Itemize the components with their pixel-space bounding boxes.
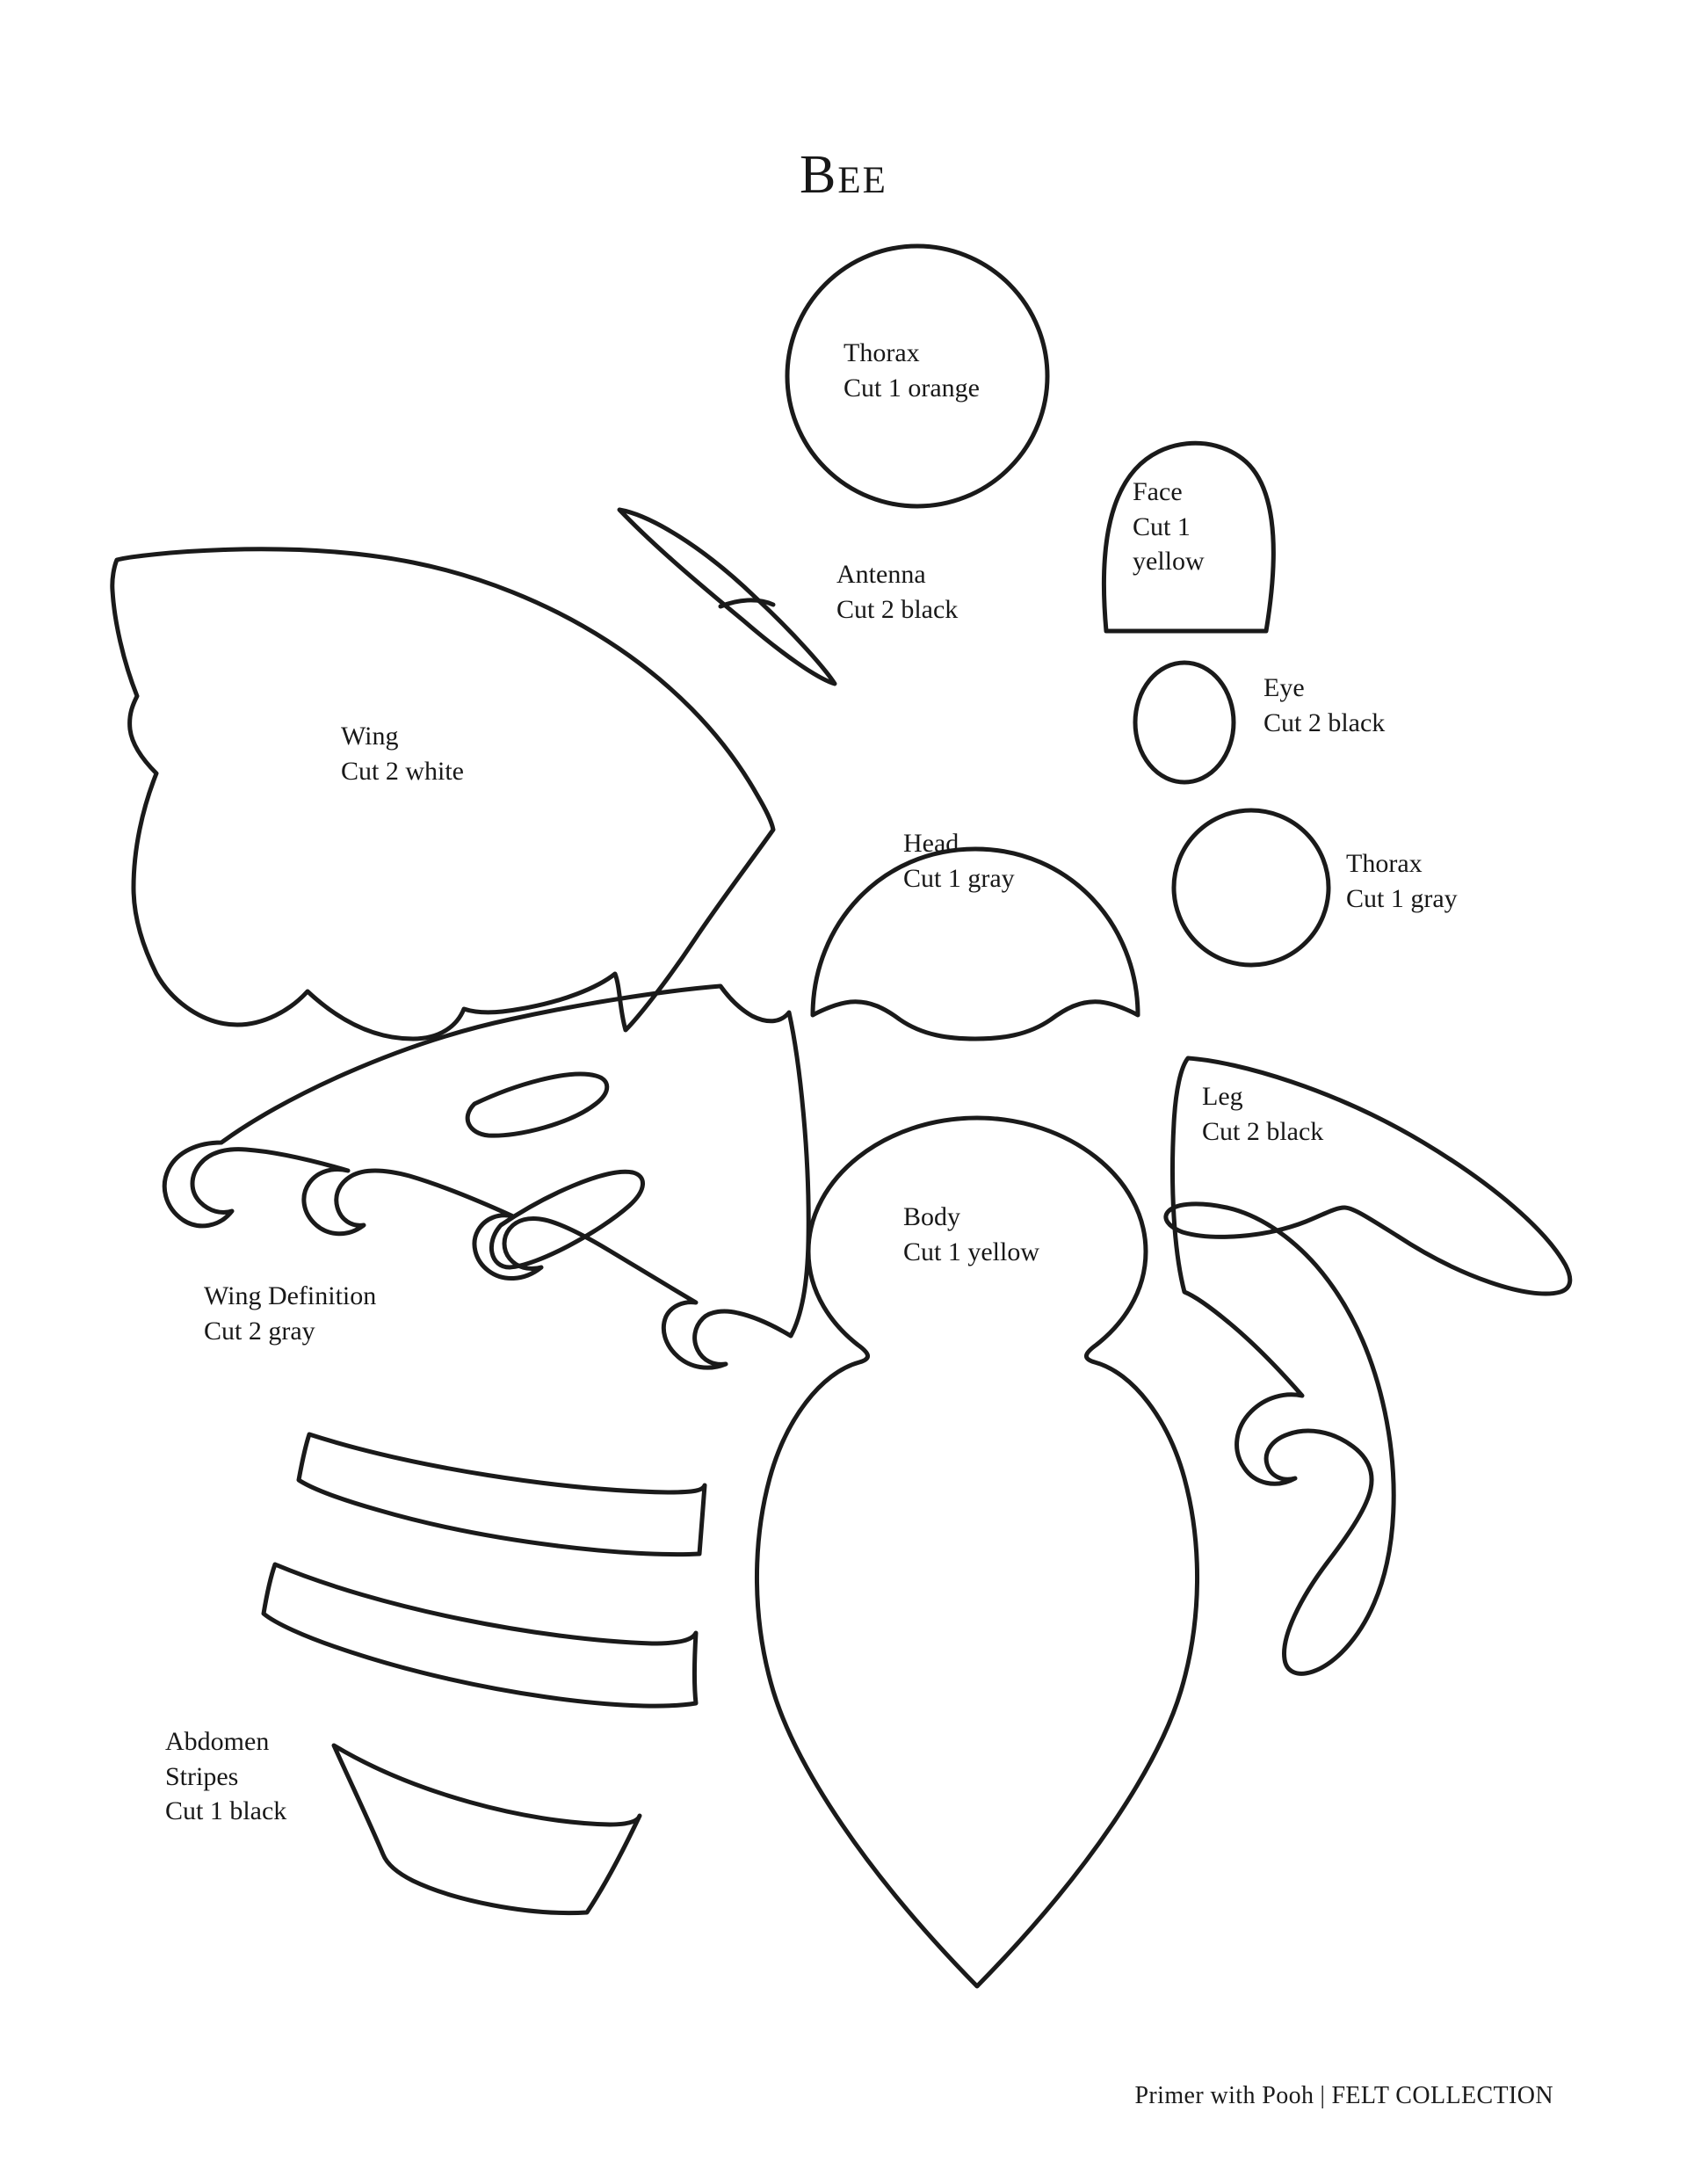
shape-head — [810, 846, 1140, 1041]
shape-eye — [1133, 660, 1236, 785]
shape-body — [755, 1115, 1199, 1989]
footer-separator: | — [1320, 2082, 1326, 2109]
label-abdomen-stripes: Abdomen Stripes Cut 1 black — [165, 1727, 287, 1826]
label-thorax-gray: Thorax Cut 1 gray — [1346, 849, 1458, 913]
footer-right: FELT COLLECTION — [1331, 2082, 1553, 2109]
label-face: Face Cut 1 yellow — [1133, 477, 1205, 577]
shape-wing-definition-slit-2 — [489, 1169, 645, 1270]
shape-abdomen-stripe-1 — [296, 1432, 707, 1557]
shape-antenna-inner-fold — [718, 598, 776, 609]
shape-antenna — [617, 507, 837, 686]
shape-wing-definition-slit-1 — [465, 1071, 610, 1138]
label-wing: Wing Cut 2 white — [341, 722, 464, 786]
shape-wing — [110, 547, 776, 1041]
page-title: Bee — [800, 145, 887, 205]
label-wing-definition: Wing Definition Cut 2 gray — [204, 1281, 377, 1346]
shape-face — [1101, 440, 1276, 634]
shape-abdomen-stripe-3 — [331, 1743, 642, 1916]
label-head: Head Cut 1 gray — [903, 829, 1015, 893]
shape-thorax-gray — [1171, 808, 1331, 968]
shape-abdomen-stripe-2 — [261, 1562, 699, 1709]
label-body: Body Cut 1 yellow — [903, 1202, 1039, 1266]
label-thorax-orange: Thorax Cut 1 orange — [844, 338, 980, 403]
shape-wing-definition — [162, 983, 811, 1370]
label-leg: Leg Cut 2 black — [1202, 1082, 1324, 1146]
footer: Primer with Pooh|FELT COLLECTION — [1134, 2082, 1553, 2110]
shape-leg — [1163, 1056, 1573, 1676]
footer-left: Primer with Pooh — [1134, 2082, 1314, 2109]
label-antenna: Antenna Cut 2 black — [836, 560, 959, 624]
label-eye: Eye Cut 2 black — [1263, 673, 1386, 737]
shape-thorax-orange — [785, 243, 1050, 509]
